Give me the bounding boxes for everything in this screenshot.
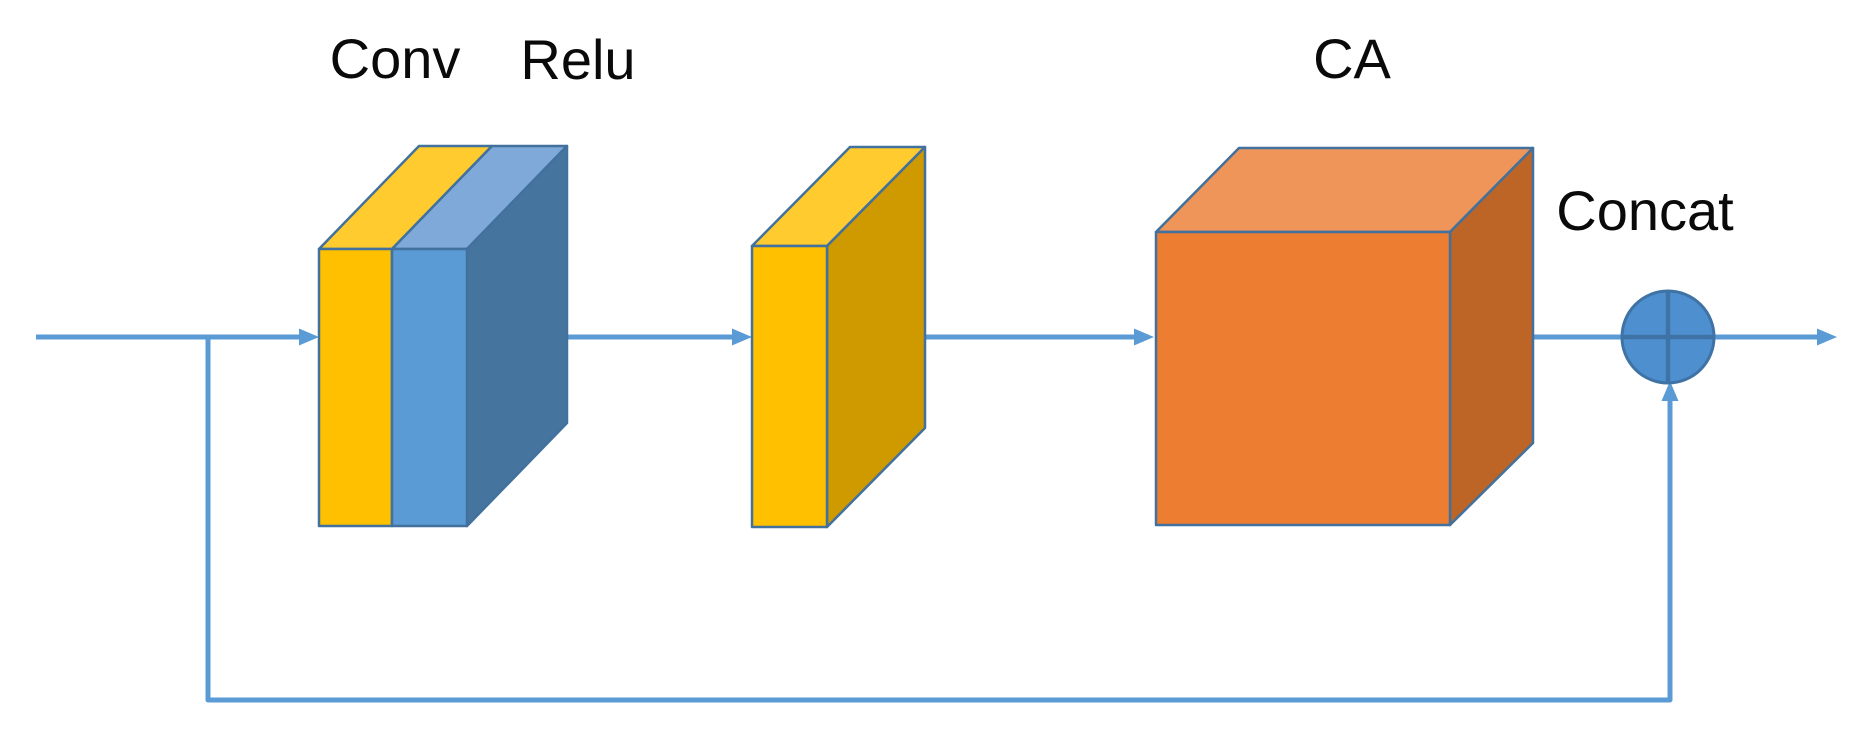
conv-layer-front-face (317, 247, 394, 528)
ca-block (1154, 146, 1535, 527)
feature-slab-front-face (750, 244, 829, 529)
circle-plus-icon (1620, 289, 1716, 385)
relu-label: Relu (520, 28, 635, 91)
concat-label: Concat (1556, 179, 1734, 242)
relu-layer-front-face (390, 247, 469, 528)
feature-slab-block (750, 145, 927, 529)
conv-relu-block (317, 144, 569, 528)
skip-connection-line (205, 337, 1679, 703)
ca-label: CA (1313, 27, 1391, 90)
conv-label: Conv (330, 27, 461, 90)
ca-cube-front-face (1154, 230, 1452, 527)
concat-operator-cross (1622, 291, 1714, 383)
